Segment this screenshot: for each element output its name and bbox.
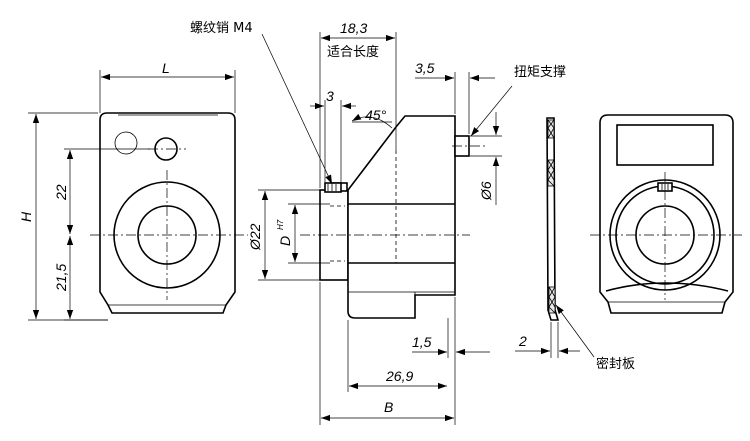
dim-1-5: 1,5: [412, 297, 490, 358]
dim-18-3: 18,3 适合长度: [319, 20, 397, 188]
dim-1-5-label: 1,5: [412, 334, 432, 350]
dim-3-5-label: 3,5: [415, 60, 435, 76]
torque-support-label: 扭矩支撑: [514, 65, 566, 80]
seal-plate-side: [546, 117, 560, 321]
dim-3-5: 3,5: [415, 60, 495, 134]
body-profile: [347, 115, 456, 319]
rear-view: [590, 114, 742, 314]
dim-22-21-5: 22 21,5: [53, 148, 150, 321]
dim-H-label: H: [18, 211, 34, 222]
dim-D: D H7: [276, 203, 330, 264]
dim-3-label: 3: [326, 88, 334, 104]
dim-18-3-label: 18,3: [340, 20, 367, 36]
seal-hatch-bottom: [548, 286, 556, 314]
front-view: [90, 112, 248, 314]
callout-screw: 螺纹销 M4: [190, 21, 333, 185]
dim-D-label: D: [277, 236, 293, 246]
side-view: [300, 115, 488, 319]
front-view-outline: [99, 112, 236, 314]
seal-plate-label: 密封板: [596, 356, 635, 372]
dim-D-fit: H7: [276, 219, 285, 230]
dim-L: L: [99, 60, 236, 113]
seal-hatch-top: [547, 119, 555, 139]
fit-length-label: 适合长度: [327, 44, 379, 60]
dim-3: 3: [310, 88, 356, 182]
dim-B: B: [319, 282, 456, 425]
dim-d22: Ø22: [247, 189, 320, 281]
dim-45: 45°: [351, 107, 393, 129]
screw-label: 螺纹销 M4: [190, 21, 253, 36]
dim-21-5-label: 21,5: [53, 264, 69, 292]
dim-d22-label: Ø22: [247, 223, 263, 251]
callout-seal: 密封板: [555, 304, 635, 372]
dim-22-label: 22: [53, 184, 69, 201]
dim-2: 2: [515, 322, 580, 358]
dim-26-9: 26,9: [347, 320, 447, 392]
seal-hatch-mid: [547, 159, 555, 187]
callout-torque: 扭矩支撑: [470, 65, 566, 137]
rear-display-window: [616, 124, 714, 166]
dim-26-9-label: 26,9: [385, 368, 413, 384]
dim-2-label: 2: [518, 333, 527, 349]
screw-pin-m4: [324, 182, 342, 193]
dim-6-label: Ø6: [478, 181, 494, 201]
front-hole-left: [114, 131, 138, 155]
dim-6: Ø6: [470, 112, 502, 205]
rear-lower-band: [605, 282, 729, 292]
dim-B-label: B: [384, 399, 393, 415]
dim-L-label: L: [162, 60, 170, 76]
dim-45-label: 45°: [365, 107, 387, 123]
